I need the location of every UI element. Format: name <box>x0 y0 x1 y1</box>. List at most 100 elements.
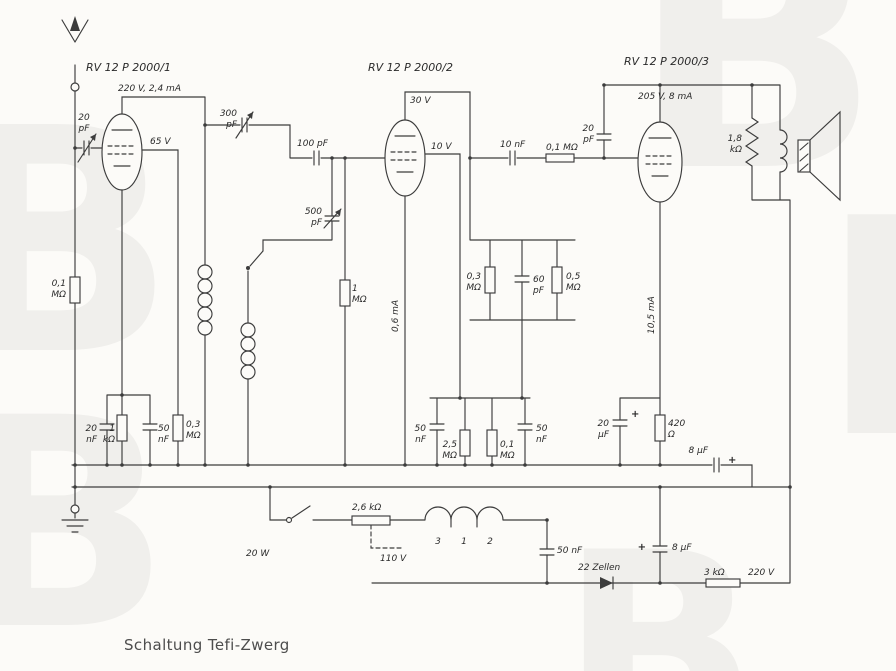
filter-cap-label: 50 nF <box>557 546 583 556</box>
capacitor-50nf-lower-a <box>429 423 445 431</box>
polarity-plus-20uf: + <box>631 409 639 420</box>
resistor-output-1k8 <box>744 117 760 167</box>
loudspeaker <box>797 110 841 202</box>
load-res-value: 0,3 <box>467 272 482 282</box>
capacitor-10nf <box>509 150 516 166</box>
tube1-supply-label: 220 V, 2,4 mA <box>118 84 181 94</box>
cathode-cap-b-unit: nF <box>158 435 170 445</box>
tube-rv12p2000-3 <box>637 121 683 203</box>
screen-res-t1-value: 0,3 <box>186 420 201 430</box>
capacitor-100pf <box>313 150 320 166</box>
cathode-res-t3-value: 420 <box>668 419 685 429</box>
tap-label-2: 2 <box>487 537 493 547</box>
output-res-value: 1,8 <box>728 134 743 144</box>
watermark-letter: B <box>560 498 759 671</box>
grid-res-t2-value: 1 <box>352 284 358 294</box>
grid-res-t2-unit: MΩ <box>352 295 367 305</box>
capacitor-50nf-filter <box>539 548 555 556</box>
tube2-cathode-current-label: 0,6 mA <box>391 300 401 332</box>
watermark-letter: B <box>820 180 896 480</box>
out-res-label: 0,1 MΩ <box>546 143 578 153</box>
trimmer-500pf-value: 500 <box>305 207 322 217</box>
dropper-res-label: 3 kΩ <box>704 568 725 578</box>
trimmer-500pf-unit: pF <box>310 218 323 228</box>
trimmer-300pf-value: 300 <box>220 109 237 119</box>
resistor-mains-dropper <box>705 578 741 588</box>
antenna-symbol <box>61 16 89 43</box>
trimmer-capacitor-300pf <box>235 111 254 139</box>
mains-voltage-label: 220 V <box>748 568 775 578</box>
capacitor-20uf-electrolytic <box>612 419 628 427</box>
capacitor-8uf-reservoir <box>652 545 668 553</box>
tap-label-3: 3 <box>435 537 441 547</box>
resistor-grid-leak <box>69 276 81 304</box>
resistor-divider-b <box>486 429 498 457</box>
schematic-caption: Schaltung Tefi-Zwerg <box>124 636 290 654</box>
band-switch <box>246 250 264 270</box>
antenna-trimmer-value: 20 <box>78 113 90 123</box>
power-switch <box>285 505 311 524</box>
watermark-letter: B <box>0 357 172 671</box>
tap-voltage-label: 110 V <box>380 554 407 564</box>
resistor-load-t2 <box>484 266 496 294</box>
resistor-feedback <box>551 266 563 294</box>
cathode-res-t1-value: 1 <box>109 424 115 434</box>
lower-cap-b-value: 50 <box>536 424 548 434</box>
grid-cap-t3-unit: pF <box>582 135 595 145</box>
selenium-rectifier-diode <box>600 576 614 590</box>
output-transformer-winding <box>779 129 788 173</box>
capacitor-8uf-rail <box>713 457 720 473</box>
grid-leak-unit: MΩ <box>51 290 66 300</box>
series-res-label: 2,6 kΩ <box>352 503 381 513</box>
watermark-letter: B <box>0 63 177 424</box>
tube2-screen-voltage-label: 10 V <box>431 142 452 152</box>
fb-res-value: 0,5 <box>566 272 581 282</box>
tube3-supply-label: 205 V, 8 mA <box>638 92 692 102</box>
antenna-connector <box>70 82 80 92</box>
screen-res-t1-unit: MΩ <box>186 431 201 441</box>
resistor-grid-t2 <box>339 279 351 307</box>
capacitor-20nf <box>99 423 115 431</box>
fb-cap-unit: pF <box>532 286 545 296</box>
trimmer-capacitor-500pf <box>323 208 342 229</box>
rail-cap-label: 8 µF <box>689 446 709 456</box>
cathode-cap-t3-value: 20 <box>598 419 610 429</box>
tap-label-1: 1 <box>461 537 467 547</box>
rectifier-label: 22 Zellen <box>578 563 621 573</box>
polarity-plus-reservoir: + <box>638 542 646 553</box>
load-res-unit: MΩ <box>466 283 481 293</box>
grid-cap-t3-value: 20 <box>583 124 595 134</box>
lower-cap-b-unit: nF <box>536 435 548 445</box>
resistor-divider-a <box>459 429 471 457</box>
tube2-name-label: RV 12 P 2000/2 <box>368 61 453 74</box>
polarity-plus-rail-8uf: + <box>728 455 736 466</box>
antenna-trimmer-unit: pF <box>78 124 91 134</box>
resistor-grid-stopper <box>545 153 575 163</box>
fb-cap-value: 60 <box>533 275 545 285</box>
lower-res-a-value: 2,5 <box>443 440 458 450</box>
power-rating-label: 20 W <box>246 549 270 559</box>
output-res-unit: kΩ <box>730 145 742 155</box>
resistor-series-heater <box>351 515 391 526</box>
lower-cap-a-unit: nF <box>415 435 427 445</box>
tube2-anode-voltage-label: 30 V <box>410 96 431 106</box>
fb-res-unit: MΩ <box>566 283 581 293</box>
cathode-cap-b-value: 50 <box>158 424 170 434</box>
tube3-cathode-current-label: 10,5 mA <box>647 296 657 334</box>
junction-dots <box>73 83 792 585</box>
lower-res-a-unit: MΩ <box>442 451 457 461</box>
rf-coil-primary <box>197 264 213 336</box>
coupling-cap-label: 100 pF <box>297 139 329 149</box>
lower-res-b-unit: MΩ <box>500 451 515 461</box>
cathode-res-t1-unit: kΩ <box>103 435 115 445</box>
resistor-cathode-t1 <box>116 414 128 442</box>
tube1-name-label: RV 12 P 2000/1 <box>86 61 171 74</box>
capacitor-60pf <box>514 275 530 283</box>
tube3-name-label: RV 12 P 2000/3 <box>624 55 709 68</box>
cathode-res-t3-unit: Ω <box>667 430 675 440</box>
capacitor-20pf-output <box>596 133 612 141</box>
ground-symbol <box>61 504 89 533</box>
lower-cap-a-value: 50 <box>415 424 427 434</box>
